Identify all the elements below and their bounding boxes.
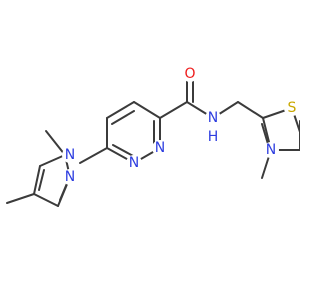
amide-hydrogen: H (206, 129, 220, 145)
thiazole-nitrogen: N (263, 142, 279, 158)
pyridazine-n2: N (126, 155, 142, 171)
amide-nitrogen: N (205, 110, 221, 126)
bond (159, 101, 188, 119)
atom-label: N (65, 169, 75, 185)
pyrazole-n2: N (62, 169, 78, 185)
thiazole-sulfur: S (284, 100, 300, 116)
atom-label: N (65, 147, 75, 163)
atom-label: O (184, 66, 195, 82)
bond (6, 193, 35, 204)
bond-layer (6, 75, 300, 207)
bond (237, 101, 264, 119)
bond (38, 169, 45, 191)
bond (106, 101, 135, 119)
bond (261, 123, 269, 145)
atom-label: N (208, 110, 218, 126)
carbonyl-oxygen: O (182, 66, 198, 82)
bond (133, 101, 161, 119)
pyridazine-n1: N (152, 140, 168, 156)
bond (33, 165, 41, 195)
atom-label: N (129, 155, 139, 171)
pyrazole-n1: N (62, 147, 78, 163)
bond (45, 130, 66, 156)
atom-label: N (266, 142, 276, 158)
bond (33, 193, 59, 207)
bond (79, 147, 108, 164)
bond (112, 144, 136, 158)
bond (111, 110, 135, 125)
atom-label: H (208, 129, 219, 145)
molecule-structure: O N H N N N N S (6, 66, 300, 207)
bond (39, 154, 66, 167)
atom-label: S (288, 100, 297, 116)
atom-label: N (155, 140, 165, 156)
atom-layer: O N H N N N N S (62, 66, 300, 185)
